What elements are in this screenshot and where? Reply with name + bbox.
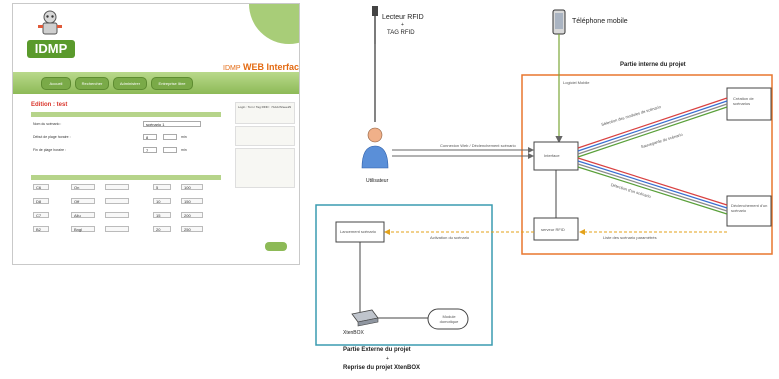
nav-admin-button[interactable]: Administrer xyxy=(113,77,147,90)
side-info-panel: Login : Tom / Tag RFID : 7AAA ff2eee29 xyxy=(235,102,295,124)
table-cell[interactable]: 250 xyxy=(181,226,203,232)
table-cell[interactable]: D8 xyxy=(33,198,49,204)
table-cell[interactable]: B2 xyxy=(33,226,49,232)
external-project-frame xyxy=(315,204,493,346)
table-cell[interactable]: Allu xyxy=(71,212,95,218)
server-rfid-label: serveur RFID xyxy=(541,227,565,232)
internal-title: Partie interne du projet xyxy=(620,62,686,68)
table-cell[interactable]: 15 xyxy=(153,212,171,218)
table-cell[interactable]: Off xyxy=(71,198,95,204)
rfid-reader-icon xyxy=(372,6,378,44)
trigger-box-label: Déclenchement d'un scénario xyxy=(731,203,768,213)
nav-search-button[interactable]: Rechercher xyxy=(75,77,109,90)
table-cell[interactable] xyxy=(105,212,129,218)
flow-line-grey xyxy=(577,103,728,155)
creation-box-label: Création de scénarios xyxy=(733,96,754,106)
scenario-name-field[interactable]: scénario 1 xyxy=(143,121,201,127)
interface-label: Interface xyxy=(544,153,560,158)
table-cell[interactable]: 10 xyxy=(153,198,171,204)
scenario-trigger-box xyxy=(726,195,772,227)
edition-title: Edition : test xyxy=(31,102,68,108)
mobile-phone-icon xyxy=(552,9,566,35)
flow-line-green xyxy=(577,166,728,215)
home-device-label: Module domotique xyxy=(439,314,459,324)
web-title-text: WEB Interface xyxy=(243,62,300,72)
edge-link-label: Liste des scénario paramétrés xyxy=(603,235,657,240)
xtenbox-icon xyxy=(351,309,379,327)
flow-line-blue xyxy=(577,100,728,152)
table-cell[interactable] xyxy=(105,226,129,232)
table-cell[interactable]: C7 xyxy=(33,212,49,218)
flow-line-blue xyxy=(577,160,728,209)
idmp-logo: IDMP xyxy=(27,40,75,58)
start-hour-field[interactable]: 8 xyxy=(143,134,157,140)
form-label-start: Début de plage horaire : xyxy=(33,135,71,139)
external-subtitle: Reprise du projet XtenBOX xyxy=(343,365,421,371)
nav-home-button[interactable]: Accueil xyxy=(41,77,71,90)
table-cell[interactable]: 100 xyxy=(181,184,203,190)
table-cell[interactable]: 150 xyxy=(181,198,203,204)
edge-mobile-label: Logiciel Mobile xyxy=(563,80,590,85)
end-unit: min xyxy=(181,148,187,152)
flow-line-grey xyxy=(577,163,728,212)
nav-enterprise-button[interactable]: Entreprise libre xyxy=(151,77,193,90)
user-label: Utilisateur xyxy=(366,178,389,184)
rfid-tag-label: TAG RFID xyxy=(387,30,415,36)
flow-line-green xyxy=(577,106,728,158)
xtenbox-label: XtenBOX xyxy=(343,330,364,336)
web-title: IDMP WEB Interface xyxy=(223,62,300,72)
side-info-text: Login : Tom / Tag RFID : 7AAA ff2eee29 xyxy=(238,105,292,109)
end-hour-field[interactable]: 7 xyxy=(143,147,157,153)
start-minute-field[interactable] xyxy=(163,134,177,140)
form-header-band xyxy=(31,112,221,117)
edge-activate-label: Activation du scénario xyxy=(430,235,470,240)
table-cell[interactable]: 5 xyxy=(153,184,171,190)
rfid-plus: + xyxy=(401,22,404,28)
external-title: Partie Externe du projet xyxy=(343,347,411,353)
side-panel xyxy=(235,126,295,146)
internal-project-frame xyxy=(521,74,773,255)
start-unit: min xyxy=(181,135,187,139)
user-icon xyxy=(361,127,389,169)
interface-box xyxy=(533,141,579,171)
table-cell[interactable] xyxy=(105,198,129,204)
flow-line-red xyxy=(577,157,728,206)
rfid-reader-label: Lecteur RFID xyxy=(382,14,424,21)
table-cell[interactable]: On xyxy=(71,184,95,190)
table-cell[interactable]: 20 xyxy=(153,226,171,232)
external-plus: + xyxy=(386,356,389,362)
web-interface-screenshot: IDMP IDMP WEB Interface Accueil Recherch… xyxy=(12,3,300,265)
table-cell[interactable] xyxy=(105,184,129,190)
form-label-end: Fin de plage horaire : xyxy=(33,148,67,152)
mobile-label: Téléphone mobile xyxy=(572,18,628,25)
table-cell[interactable]: C6 xyxy=(33,184,49,190)
table-cell[interactable]: Bngl xyxy=(71,226,95,232)
end-minute-field[interactable] xyxy=(163,147,177,153)
table-cell[interactable]: 200 xyxy=(181,212,203,218)
form-label-name: Nom du scénario : xyxy=(33,122,62,126)
edge-user-label: Connexion Web / Déclenchement scénario xyxy=(440,143,516,148)
submit-button[interactable] xyxy=(265,242,287,251)
side-panel xyxy=(235,148,295,188)
launch-box-label: Lancement scénario xyxy=(340,229,377,234)
table-header-band xyxy=(31,175,221,180)
flow-line-red xyxy=(577,97,728,149)
robot-mascot-icon xyxy=(38,10,62,35)
home-device-box xyxy=(427,308,469,330)
